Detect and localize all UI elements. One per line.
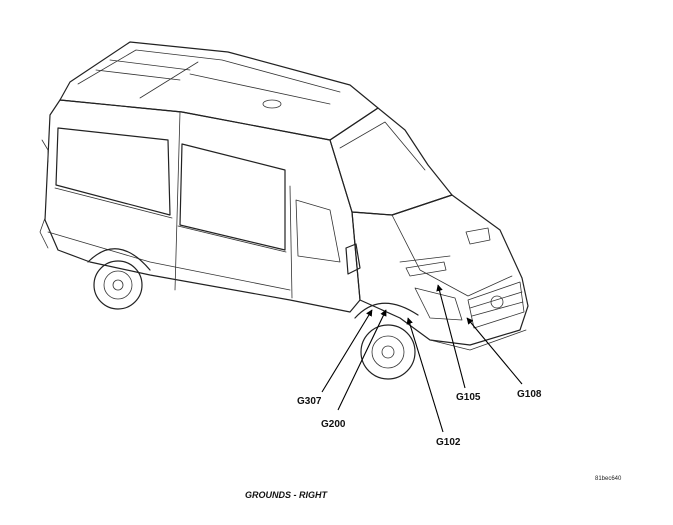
callout-g102: G102 bbox=[436, 437, 461, 448]
van-illustration bbox=[39, 41, 529, 380]
callout-g200: G200 bbox=[321, 419, 346, 430]
leader-lines bbox=[321, 284, 523, 433]
figure-id: 81bec640 bbox=[595, 476, 622, 482]
leader-g105 bbox=[436, 284, 466, 389]
figure-caption: GROUNDS - RIGHT bbox=[245, 490, 329, 500]
callout-g307: G307 bbox=[297, 396, 322, 407]
leader-g102 bbox=[406, 317, 444, 433]
leader-g108 bbox=[466, 317, 523, 385]
leader-g307 bbox=[321, 309, 373, 393]
callout-g105: G105 bbox=[456, 392, 481, 403]
callout-g108: G108 bbox=[517, 389, 542, 400]
leader-g200 bbox=[337, 309, 387, 411]
